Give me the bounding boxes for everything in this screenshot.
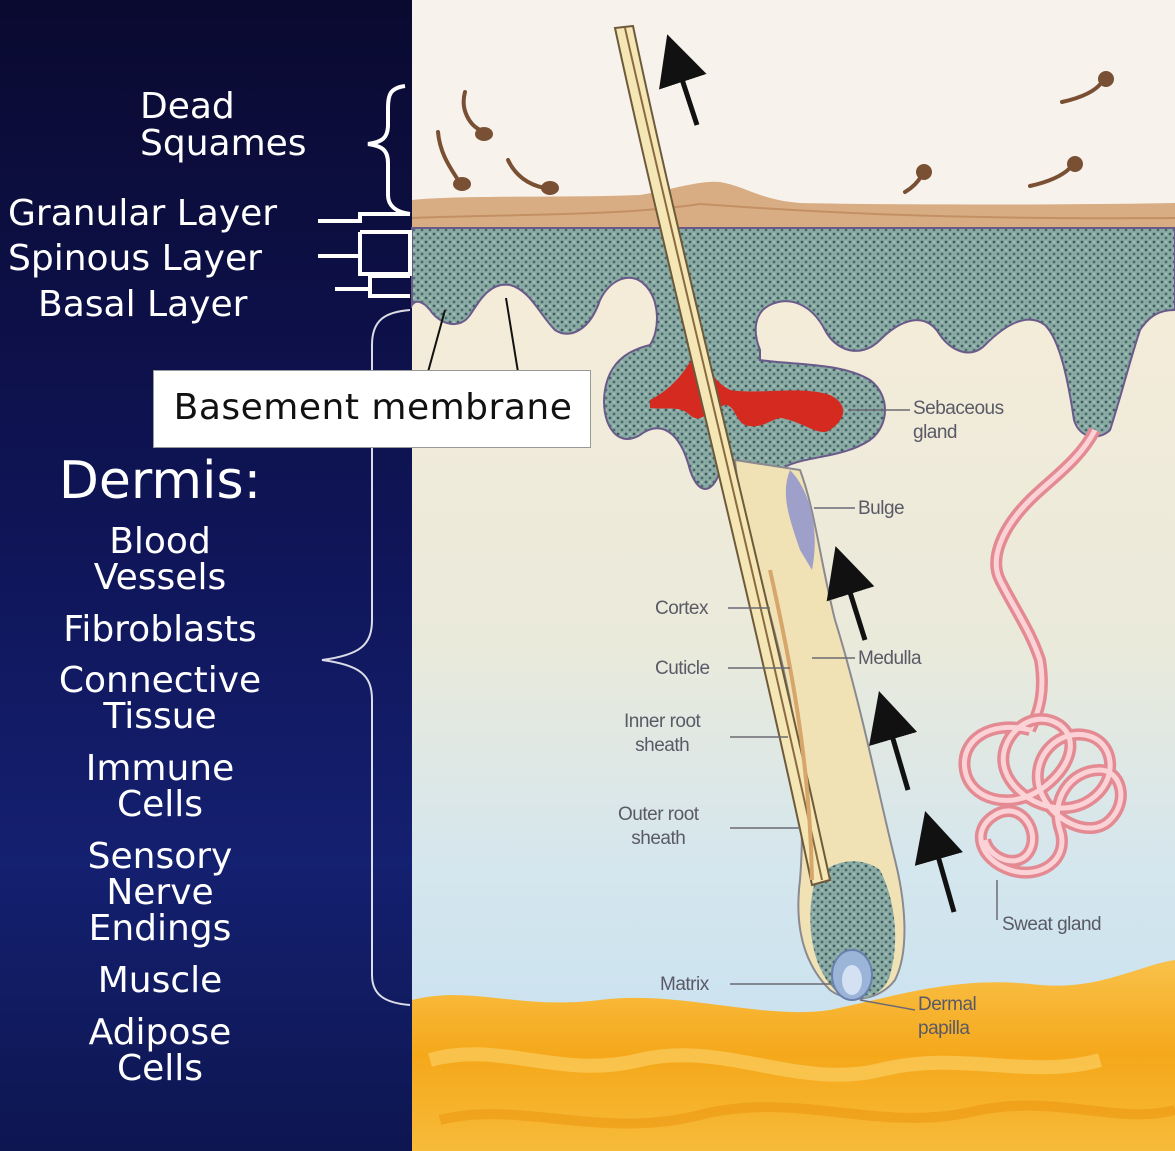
dermis-item-line: Nerve	[10, 875, 310, 911]
outer-root-line-2: sheath	[618, 827, 699, 851]
cortex-label: Cortex	[655, 597, 708, 621]
bulge-label: Bulge	[858, 497, 904, 521]
inner-root-line-1: Inner root	[624, 710, 700, 734]
dermis-item-line: Connective	[10, 663, 310, 699]
left-panel-brackets	[318, 86, 410, 296]
basement-membrane-box: Basement membrane	[153, 370, 591, 448]
sebaceous-line-1: Sebaceous	[913, 397, 1004, 421]
dermis-item-line: Adipose	[10, 1015, 310, 1051]
dermis-item-muscle: Muscle	[10, 963, 310, 999]
dermis-item-line: Endings	[10, 911, 310, 947]
inner-root-line-2: sheath	[624, 734, 700, 758]
dead-squames-line-1: Dead	[140, 88, 330, 125]
dermis-item-line: Sensory	[10, 839, 310, 875]
dermis-item-adipose-cells: Adipose Cells	[10, 1015, 310, 1087]
dermis-item-sensory-nerve-endings: Sensory Nerve Endings	[10, 839, 310, 947]
dermis-item-line: Vessels	[10, 560, 310, 596]
spinous-layer-label: Spinous Layer	[8, 241, 262, 277]
dermal-papilla-label: Dermal papilla	[918, 993, 976, 1041]
basement-membrane-label: Basement membrane	[154, 387, 592, 428]
spinous-bracket	[318, 232, 410, 274]
dermis-item-connective-tissue: Connective Tissue	[10, 663, 310, 735]
dermis-item-line: Tissue	[10, 699, 310, 735]
dermis-item-line: Muscle	[10, 963, 310, 999]
dead-squames-line-2: Squames	[140, 125, 330, 162]
sweat-gland-label: Sweat gland	[1002, 913, 1101, 937]
dermal-papilla-line-2: papilla	[918, 1017, 976, 1041]
cuticle-label: Cuticle	[655, 657, 710, 681]
dermis-item-line: Cells	[10, 787, 310, 823]
dermis-item-line: Cells	[10, 1051, 310, 1087]
dead-squames-label: Dead Squames	[140, 88, 330, 162]
dermis-item-fibroblasts: Fibroblasts	[10, 612, 310, 648]
inner-root-sheath-label: Inner root sheath	[624, 710, 700, 758]
outer-root-sheath-label: Outer root sheath	[618, 803, 699, 851]
dead-squames-brace	[368, 86, 410, 214]
basal-bracket	[335, 276, 410, 296]
dermis-heading: Dermis:	[10, 455, 310, 507]
granular-layer-label: Granular Layer	[8, 196, 277, 232]
outer-root-line-1: Outer root	[618, 803, 699, 827]
sebaceous-line-2: gland	[913, 421, 1004, 445]
matrix-label: Matrix	[660, 973, 709, 997]
dermis-item-line: Fibroblasts	[10, 612, 310, 648]
dermis-item-immune-cells: Immune Cells	[10, 751, 310, 823]
dermis-items: Blood Vessels Fibroblasts Connective Tis…	[10, 524, 310, 1087]
dermis-item-blood-vessels: Blood Vessels	[10, 524, 310, 596]
dermis-item-line: Immune	[10, 751, 310, 787]
medulla-label: Medulla	[858, 647, 921, 671]
granular-bracket	[318, 214, 410, 221]
dermal-papilla-line-1: Dermal	[918, 993, 976, 1017]
basal-layer-label: Basal Layer	[38, 287, 247, 323]
dermis-item-line: Blood	[10, 524, 310, 560]
sebaceous-gland-label: Sebaceous gland	[913, 397, 1004, 445]
